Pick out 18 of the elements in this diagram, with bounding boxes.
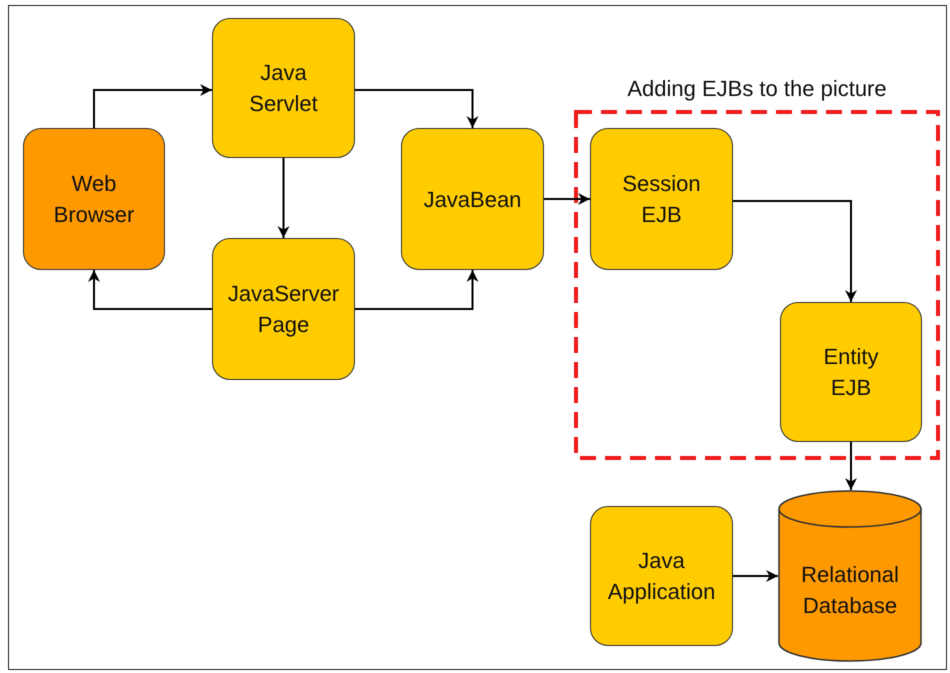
process-box: JavaBean (401, 128, 544, 270)
database-cylinder: Relational Database (778, 490, 922, 662)
process-box: Session EJB (590, 128, 733, 270)
arrow (733, 570, 778, 582)
arrow (88, 270, 212, 310)
process-box: Java Application (590, 506, 733, 646)
arrow (845, 442, 857, 490)
arrow (544, 193, 590, 205)
arrow (93, 84, 212, 128)
process-box: Entity EJB (780, 302, 922, 442)
arrow (733, 200, 857, 302)
group-heading: Adding EJBs to the picture (627, 75, 887, 103)
arrow (278, 158, 290, 238)
process-box: JavaServer Page (212, 238, 355, 380)
process-box: Java Servlet (212, 18, 355, 158)
arrow (355, 89, 478, 128)
process-box: Web Browser (23, 128, 165, 270)
arrow (355, 270, 478, 310)
